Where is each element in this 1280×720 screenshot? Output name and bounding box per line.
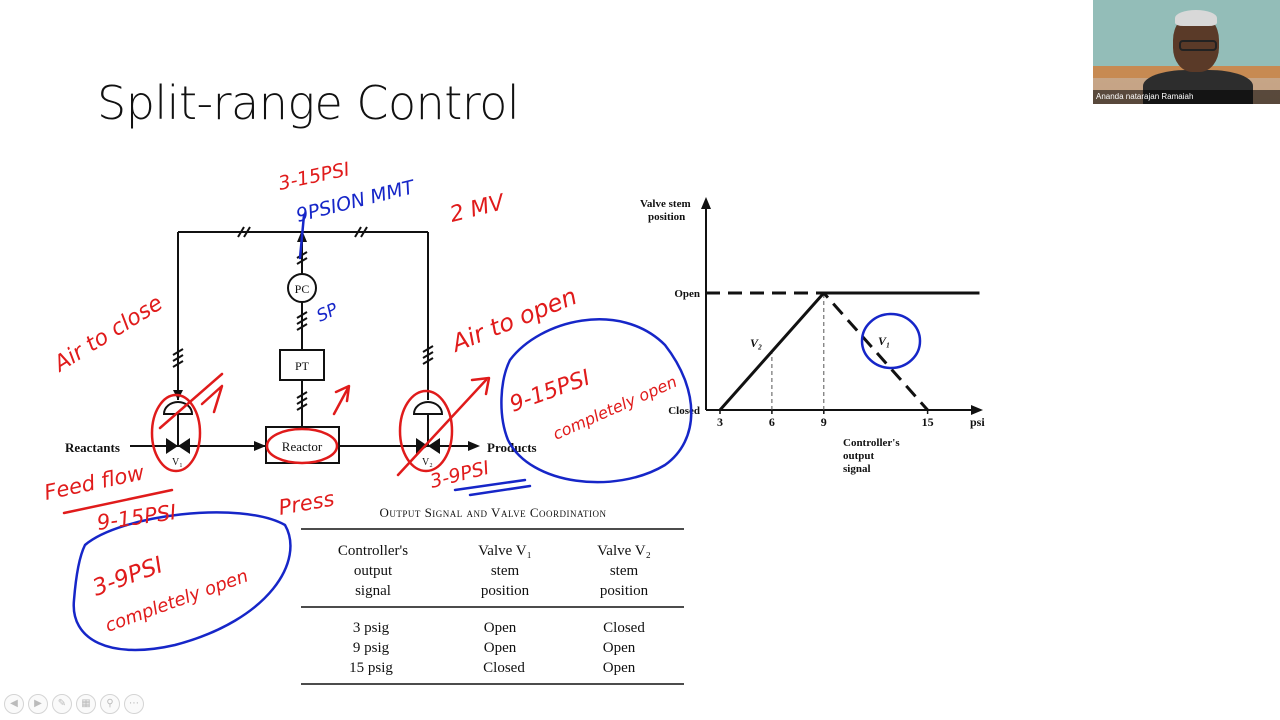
v2-note-bubble	[500, 318, 693, 484]
note-v2-open-line1: 9-15PSI	[507, 366, 594, 418]
note-v1-range: 9-15PSI	[95, 500, 177, 535]
table-header-cell: stem	[491, 563, 520, 579]
note-pressure: Press	[277, 487, 336, 520]
v2-arrow-line	[396, 378, 488, 477]
chart-series-label: V₁	[878, 334, 890, 348]
table-header-cell: position	[481, 583, 530, 599]
table-cell: Open	[603, 660, 636, 676]
chart-y-tick-label: Open	[674, 288, 700, 300]
chart-xlabel-line2: output	[843, 450, 875, 462]
chart-ylabel: Valve stem position	[640, 198, 693, 223]
table-header-cell: Valve V₁	[478, 543, 532, 559]
prev-icon[interactable]: ◀	[4, 694, 24, 714]
pressure-arrow-icon	[332, 384, 351, 416]
note-mv: 2 MV	[447, 190, 508, 228]
v2-label: V₂	[422, 457, 433, 468]
chart-ylabel-line1: Valve stem	[640, 198, 691, 210]
reactor-label: Reactor	[282, 439, 323, 454]
signal-stroke	[298, 213, 306, 260]
pt-label: PT	[295, 359, 310, 373]
zoom-icon[interactable]: ⚲	[100, 694, 120, 714]
chart-y-arrow-icon	[701, 197, 711, 209]
note-setpoint: SP	[314, 299, 342, 326]
note-v2-range: 3-9PSI	[428, 457, 492, 493]
v1-curve-highlight	[860, 312, 922, 370]
table-header-cell: Controller's	[338, 543, 408, 559]
range-underline	[453, 478, 532, 497]
table-header-cell: signal	[355, 583, 391, 599]
table-header-cell: Valve V₂	[597, 543, 651, 559]
more-icon[interactable]: ⋯	[124, 694, 144, 714]
table-cell: 9 psig	[353, 640, 390, 656]
note-air-to-close: Air to close	[48, 291, 167, 378]
valve-v1-icon	[162, 401, 194, 454]
table-cell: Open	[484, 620, 517, 636]
chart-x-arrow-icon	[971, 405, 983, 415]
webcam-thumbnail[interactable]: Ananda natarajan Ramaiah	[1093, 0, 1280, 104]
table-cell: Closed	[483, 660, 525, 676]
slideshow-toolbar: ◀ ▶ ✎ ▦ ⚲ ⋯	[4, 694, 144, 714]
pen-icon[interactable]: ✎	[52, 694, 72, 714]
note-air-to-open: Air to open	[446, 282, 581, 358]
v1-note-bubble	[72, 511, 292, 652]
reactor-highlight-circle	[265, 427, 339, 465]
table-header-cell: position	[600, 583, 649, 599]
pressure-transmitter-box	[279, 349, 325, 381]
v2-highlight-circle	[398, 389, 454, 473]
v1-highlight-circle	[150, 393, 202, 473]
v1-arrow-icon	[200, 384, 224, 414]
table-cell: Closed	[603, 620, 645, 636]
feed-underline	[62, 488, 174, 515]
chart-x-tick-label: 9	[821, 415, 827, 429]
table-cell: Open	[484, 640, 517, 656]
table-caption: Output Signal and Valve Coordination	[379, 505, 606, 520]
chart-series-label: V₂	[750, 336, 762, 350]
pressure-controller-bubble	[287, 273, 317, 303]
v1-label: V₁	[172, 457, 183, 468]
next-icon[interactable]: ▶	[28, 694, 48, 714]
chart-ylabel-line2: position	[648, 211, 685, 223]
chart-x-tick-label: 3	[717, 415, 723, 429]
table-cell: 15 psig	[349, 660, 393, 676]
chart-xlabel: Controller's output signal	[843, 437, 902, 475]
chart-x-unit: psi	[970, 415, 985, 429]
slide-title: Split-range Control	[97, 76, 520, 130]
table-cell: Open	[603, 640, 636, 656]
v1-strike-line	[158, 372, 224, 430]
v2-arrow-icon	[470, 376, 491, 396]
chart-x-tick-label: 15	[922, 415, 934, 429]
chart-xlabel-line1: Controller's	[843, 437, 900, 449]
note-v1-open-line1: 3-9PSI	[89, 552, 167, 601]
reactants-label: Reactants	[65, 440, 120, 455]
chart-x-tick-label: 6	[769, 415, 775, 429]
note-signal-range: 3-15PSI	[276, 158, 352, 195]
participant-name: Ananda natarajan Ramaiah	[1093, 90, 1280, 104]
slides-icon[interactable]: ▦	[76, 694, 96, 714]
valve-v2-icon	[412, 401, 444, 454]
table-header-cell: output	[354, 563, 393, 579]
table-header-cell: stem	[610, 563, 639, 579]
table-cell: 3 psig	[353, 620, 390, 636]
pc-label: PC	[295, 282, 310, 296]
chart-xlabel-line3: signal	[843, 463, 871, 475]
chart-series-line	[706, 291, 929, 411]
